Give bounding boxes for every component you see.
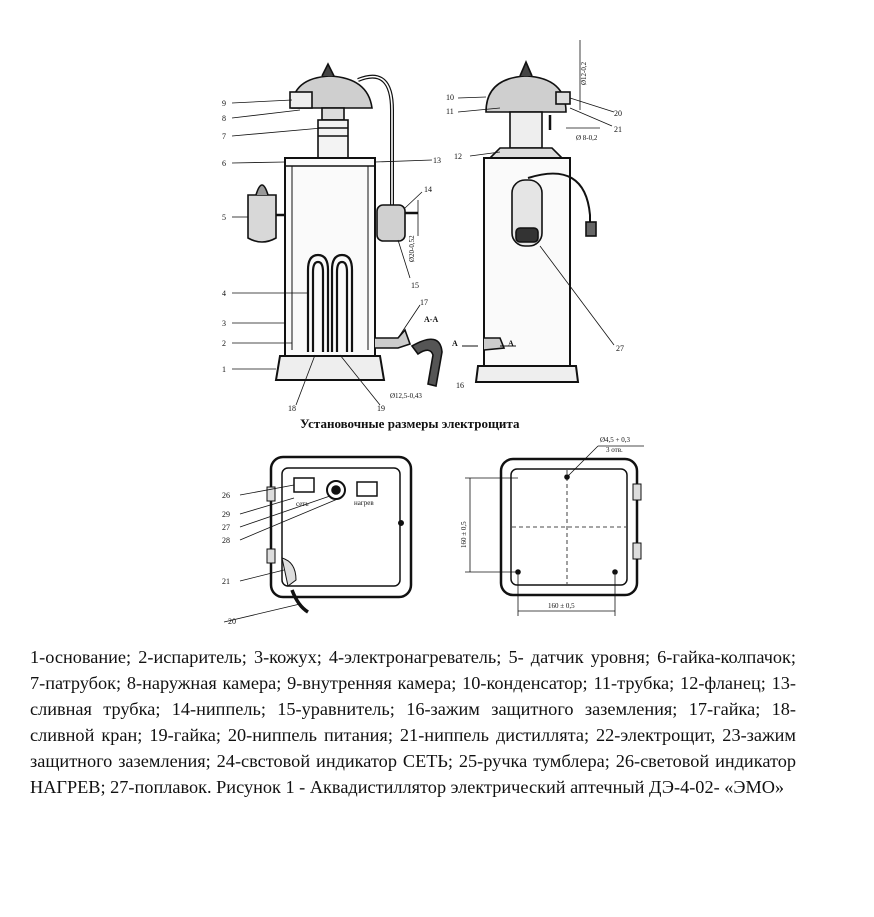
- section-label: А: [452, 339, 458, 348]
- label: 12: [454, 152, 462, 161]
- label: 17: [420, 298, 428, 307]
- dimension: 160 ± 0,5: [548, 602, 575, 610]
- label: 26: [222, 491, 230, 500]
- label: 11: [446, 107, 454, 116]
- level-sensor: [247, 194, 277, 243]
- dimension: Ø20-0,52: [408, 235, 416, 262]
- figure-caption: 1-основание; 2-испаритель; 3-кожух; 4-эл…: [30, 647, 796, 797]
- label: 2: [222, 339, 226, 348]
- mount-hole: [612, 569, 618, 575]
- mounting-panel: [465, 445, 644, 616]
- label: 14: [424, 185, 432, 194]
- side-view-labels: 9 8 7 6 5 4 3 2 1 13 14 15 17 16 18 19: [222, 99, 464, 413]
- drain-tap: [375, 328, 412, 349]
- label: 20: [228, 617, 236, 626]
- label: 27: [616, 344, 624, 353]
- label: 5: [222, 213, 226, 222]
- dimension: Ø12,5-0,43: [390, 392, 422, 400]
- technical-drawing: 9 8 7 6 5 4 3 2 1 13 14 15 17 16 18 19 1…: [222, 40, 644, 626]
- dimension-labels: Ø12-0,2 Ø 8-0,2 Ø20-0,52 Ø12,5-0,43 Ø4,5…: [390, 61, 631, 610]
- float: [515, 227, 539, 243]
- front-view: [457, 40, 615, 383]
- casing: [284, 157, 376, 357]
- label: 9: [222, 99, 226, 108]
- supply-hose: [290, 589, 309, 614]
- indicator-power: [293, 477, 315, 493]
- equalizer: [376, 204, 406, 242]
- dimension: Ø 8-0,2: [576, 134, 598, 142]
- dimension: 3 отв.: [606, 446, 623, 454]
- label: 1: [222, 365, 226, 374]
- label: 3: [222, 319, 226, 328]
- front-view-labels: 10 11 12 20 21 27 А-А А А: [424, 93, 624, 353]
- toggle-knob: [326, 480, 346, 500]
- label: 7: [222, 132, 226, 141]
- front-condenser: [485, 75, 567, 113]
- figure-title: Установочные размеры электрощита: [300, 416, 520, 431]
- switch-label: нагрев: [354, 499, 374, 507]
- label: 18: [288, 404, 296, 413]
- label: 29: [222, 510, 230, 519]
- label: 13: [433, 156, 441, 165]
- switch-label: сеть: [296, 500, 309, 508]
- control-panel: [223, 455, 413, 623]
- label: 28: [222, 536, 230, 545]
- base: [274, 355, 386, 381]
- section-label: А: [508, 339, 514, 348]
- panel-labels: 26 29 27 28 21 20 сеть нагрев: [222, 491, 374, 626]
- dimension: Ø4,5 + 0,3: [600, 436, 631, 444]
- label: 21: [222, 577, 230, 586]
- indicator-heat: [356, 481, 378, 497]
- label: 4: [222, 289, 226, 298]
- label: 19: [377, 404, 385, 413]
- dimension: Ø12-0,2: [580, 61, 588, 85]
- label: 27: [222, 523, 230, 532]
- dimension: 160 ± 0,5: [460, 521, 468, 548]
- section-label: А-А: [424, 315, 438, 324]
- side-view: [231, 62, 443, 406]
- power-cord: [527, 172, 591, 228]
- label: 20: [614, 109, 622, 118]
- label: 6: [222, 159, 226, 168]
- label: 16: [456, 381, 464, 390]
- grounding-clamp: [410, 338, 443, 387]
- label: 15: [411, 281, 419, 290]
- label: 8: [222, 114, 226, 123]
- label: 10: [446, 93, 454, 102]
- label: 21: [614, 125, 622, 134]
- heater: [306, 253, 354, 352]
